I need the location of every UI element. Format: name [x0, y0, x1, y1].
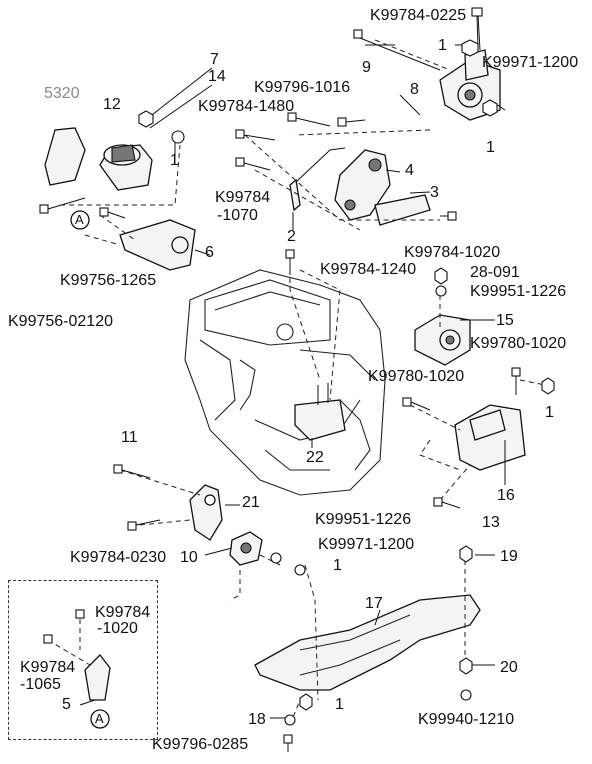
- cover-5320: [44, 127, 86, 186]
- bracket-6: [119, 219, 196, 271]
- label-k99971-1200-top: K99971-1200: [482, 54, 579, 71]
- label-k99756-02120: K99756-02120: [8, 313, 113, 330]
- callout-1c: 1: [170, 152, 179, 169]
- label-k99784-1070-a: K99784: [215, 189, 271, 206]
- bracket-21: [189, 484, 223, 541]
- callout-6: 6: [205, 244, 214, 261]
- label-k99784-inset-b: -1020: [97, 620, 138, 637]
- label-k99784-inset-a: K99784: [95, 604, 151, 621]
- label-k99951-1226-mid: K99951-1226: [315, 511, 412, 528]
- mount-12: [99, 144, 153, 191]
- rod-2: [289, 147, 346, 212]
- label-28-091: 28-091: [470, 264, 520, 281]
- label-k99784-1240: K99784-1240: [320, 261, 417, 278]
- label-k99784-0225: K99784-0225: [370, 7, 467, 24]
- label-k99784-inset-c: K99784: [20, 659, 76, 676]
- label-k99951-1226-top: K99951-1226: [470, 283, 567, 300]
- callout-5: 5: [62, 696, 71, 713]
- callout-12: 12: [103, 96, 121, 113]
- callout-17: 17: [365, 595, 383, 612]
- leader-lines: [79, 14, 506, 719]
- callout-14: 14: [208, 68, 226, 85]
- callout-1f: 1: [335, 696, 344, 713]
- label-k99796-0285: K99796-0285: [152, 736, 249, 753]
- label-k99784-1020-top: K99784-1020: [404, 244, 501, 261]
- bracket-4: [334, 149, 391, 221]
- engine-block: [184, 269, 386, 496]
- mount-10: [229, 531, 263, 566]
- bracket-3: [374, 194, 431, 226]
- callout-4: 4: [405, 162, 414, 179]
- callout-1d: 1: [545, 404, 554, 421]
- callout-22: 22: [306, 449, 324, 466]
- assembly-dashed-lines: [47, 39, 546, 726]
- marker-a2-text: A: [95, 711, 104, 726]
- marker-a1-text: A: [75, 212, 84, 227]
- label-k99780-1020-right: K99780-1020: [470, 335, 567, 352]
- callout-7: 7: [210, 51, 219, 68]
- callout-1a: 1: [438, 37, 447, 54]
- callout-9: 9: [362, 59, 371, 76]
- inset-part-5: [84, 654, 111, 701]
- callout-3: 3: [430, 184, 439, 201]
- callout-20: 20: [500, 659, 518, 676]
- label-k99784-inset-d: -1065: [20, 676, 61, 693]
- label-k99784-1480: K99784-1480: [198, 98, 295, 115]
- label-k99784-1070-b: -1070: [217, 207, 258, 224]
- callout-13: 13: [482, 514, 500, 531]
- label-k99796-1016: K99796-1016: [254, 79, 351, 96]
- subframe-17: [254, 594, 481, 691]
- label-k99756-1265: K99756-1265: [60, 272, 157, 289]
- callout-21: 21: [242, 494, 260, 511]
- callout-15: 15: [496, 312, 514, 329]
- inset-detail-box: [8, 580, 158, 740]
- callout-5320: 5320: [44, 85, 80, 102]
- label-k99780-1020-mid: K99780-1020: [368, 368, 465, 385]
- fasteners: [39, 7, 555, 752]
- callout-2: 2: [287, 228, 296, 245]
- callout-10: 10: [180, 549, 198, 566]
- callout-1e: 1: [333, 557, 342, 574]
- callout-1b: 1: [486, 139, 495, 156]
- callout-18: 18: [248, 711, 266, 728]
- label-k99940-1210: K99940-1210: [418, 711, 515, 728]
- callout-8: 8: [410, 81, 419, 98]
- mount-16: [454, 404, 526, 471]
- marker-a-inset: [90, 709, 110, 729]
- engine-bracket-22: [294, 383, 346, 448]
- callout-16: 16: [497, 487, 515, 504]
- label-k99784-0230: K99784-0230: [70, 549, 167, 566]
- marker-a-top: [70, 210, 90, 230]
- mount-15: [414, 314, 471, 366]
- callout-11: 11: [121, 429, 138, 446]
- label-k99971-1200-mid: K99971-1200: [318, 536, 415, 553]
- callout-19: 19: [500, 548, 518, 565]
